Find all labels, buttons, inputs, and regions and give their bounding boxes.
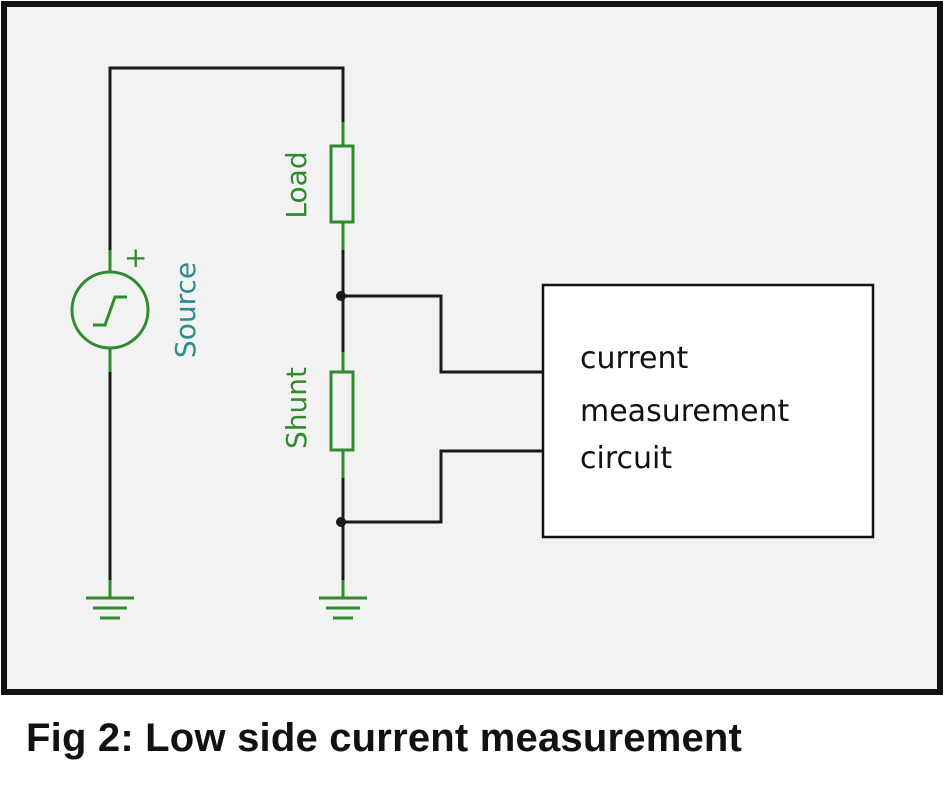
source-label: Source (169, 262, 202, 358)
box-line-3: circuit (580, 441, 672, 476)
shunt-resistor (329, 352, 355, 478)
box-line-1: current (580, 341, 688, 376)
circuit-schematic: Load Shunt Source + current measurement … (1, 1, 943, 695)
shunt-label: Shunt (280, 367, 313, 449)
ground-symbol-left (86, 580, 134, 620)
sense-wire-top (341, 294, 543, 374)
diagram-frame: Load Shunt Source + current measurement … (1, 1, 943, 695)
box-line-2: measurement (580, 394, 790, 429)
load-resistor (329, 122, 355, 250)
figure-caption: Fig 2: Low side current measurement (26, 716, 743, 760)
ground-symbol-right (319, 580, 367, 620)
measurement-box (541, 283, 875, 539)
ac-source-symbol (70, 250, 150, 372)
load-label: Load (280, 151, 313, 218)
source-polarity-label: + (124, 241, 147, 274)
top-wire (108, 66, 345, 272)
sense-wire-bottom (341, 449, 543, 524)
